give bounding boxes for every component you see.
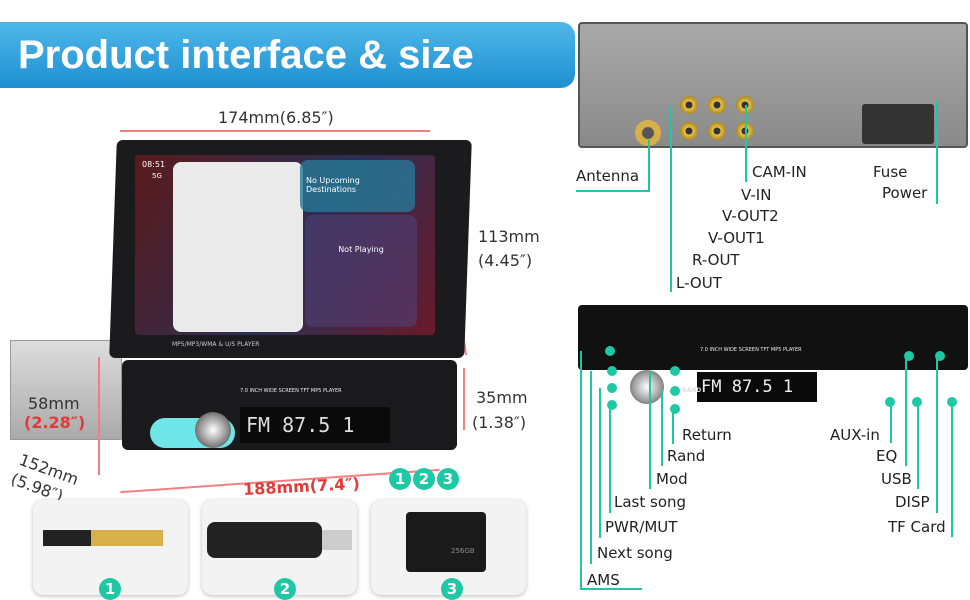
label-disp: DISP <box>895 493 930 511</box>
callout-line <box>905 356 907 466</box>
callout-line <box>890 402 892 443</box>
label-return: Return <box>682 426 732 444</box>
badge-3: 3 <box>437 468 459 490</box>
dot-next[interactable] <box>607 366 617 376</box>
tf-card-text: 256GB <box>451 547 475 555</box>
badge-1: 1 <box>389 468 411 490</box>
label-l-out: L-OUT <box>676 274 722 292</box>
lcd-display: FM 87.5 1 <box>240 407 390 443</box>
tf-card-icon: 256GB <box>406 512 486 572</box>
rca-port <box>680 122 698 140</box>
label-last-song: Last song <box>614 493 687 511</box>
badge-2: 2 <box>413 468 435 490</box>
dimension-line <box>463 368 465 430</box>
unit-height-mm: 35mm <box>476 388 528 407</box>
screen-height-mm: 113mm <box>478 227 540 246</box>
label-aux-in: AUX-in <box>830 426 880 444</box>
label-v-out1: V-OUT1 <box>708 229 765 247</box>
dot-ams[interactable] <box>605 346 615 356</box>
dot-last[interactable] <box>607 400 617 410</box>
model-text: 7.0 INCH WIDE SCREEN TFT MP5 PLAYER <box>240 388 342 394</box>
label-power: Power <box>882 184 928 202</box>
callout-line <box>648 140 650 190</box>
callout-line <box>580 588 642 590</box>
callout-line <box>599 388 601 538</box>
label-antenna: Antenna <box>576 167 640 185</box>
page-title: Product interface & size <box>0 22 575 88</box>
callout-line <box>661 391 663 466</box>
callout-line <box>672 409 674 444</box>
side-in: (2.28″) <box>24 413 86 432</box>
label-eq: EQ <box>876 447 898 465</box>
map-view <box>173 162 303 332</box>
band-button-label: BAND <box>682 387 702 394</box>
side-mm: 58mm <box>28 394 80 413</box>
now-playing: Not Playing <box>305 215 417 327</box>
dot-eq[interactable] <box>904 351 914 361</box>
badge: 1 <box>99 578 121 600</box>
dot-disp[interactable] <box>935 351 945 361</box>
rca-port <box>708 96 726 114</box>
usb-drive-icon <box>207 522 322 558</box>
rca-port <box>680 96 698 114</box>
bezel-text: MP5/MP3/WMA & U/S PLAYER <box>172 341 260 348</box>
accessory-usb: 2 <box>202 500 357 600</box>
badge: 3 <box>441 578 463 600</box>
label-v-out2: V-OUT2 <box>722 207 779 225</box>
width-bottom: 188mm(7.4″) <box>242 473 361 500</box>
callout-line <box>745 105 747 182</box>
label-mod: Mod <box>656 470 688 488</box>
callout-line <box>609 405 611 513</box>
dot-rand[interactable] <box>670 386 680 396</box>
clock: 08:51 <box>142 160 166 169</box>
dot-return[interactable] <box>670 404 680 414</box>
badge: 2 <box>274 578 296 600</box>
label-v-in: V-IN <box>741 186 772 204</box>
dimension-line <box>120 130 430 132</box>
label-pwr-mut: PWR/MUT <box>605 518 678 536</box>
nav-card: No Upcoming Destinations <box>300 160 415 212</box>
accessory-tf: 256GB 3 <box>371 500 526 600</box>
label-r-out: R-OUT <box>692 251 740 269</box>
callout-line <box>917 402 919 489</box>
callout-line <box>951 402 953 537</box>
callout-line <box>936 100 938 204</box>
dimension-line <box>98 357 100 475</box>
label-ams: AMS <box>587 571 620 589</box>
callout-line <box>670 105 672 292</box>
callout-line <box>936 356 938 513</box>
label-cam-in: CAM-IN <box>752 163 807 181</box>
power-connector <box>862 104 934 144</box>
width-top-label: 174mm(6.85″) <box>218 108 334 127</box>
accessory-aux: 1 <box>33 500 188 600</box>
rca-port <box>708 122 726 140</box>
label-next-song: Next song <box>597 544 673 562</box>
usb-connector <box>322 530 352 550</box>
front-knob[interactable] <box>630 370 664 404</box>
signal: 5G <box>152 172 162 180</box>
screen-height-in: (4.45″) <box>478 251 533 270</box>
callout-line <box>590 371 592 564</box>
chassis <box>10 340 122 440</box>
callout-line <box>580 351 582 589</box>
label-rand: Rand <box>667 447 706 465</box>
unit-height-in: (1.38″) <box>472 413 527 432</box>
aux-jack-icon <box>43 530 163 546</box>
dot-pwr[interactable] <box>607 383 617 393</box>
dot-mod[interactable] <box>670 366 680 376</box>
front-panel <box>578 305 968 370</box>
label-fuse: Fuse <box>873 163 908 181</box>
label-tf-card: TF Card <box>888 518 946 536</box>
callout-line <box>576 190 650 192</box>
callout-line <box>649 371 651 489</box>
front-model-text: 7.0 INCH WIDE SCREEN TFT MP5 PLAYER <box>700 347 802 353</box>
front-lcd: FM 87.5 1 <box>697 372 817 402</box>
volume-knob[interactable] <box>195 412 231 448</box>
label-usb: USB <box>881 470 912 488</box>
